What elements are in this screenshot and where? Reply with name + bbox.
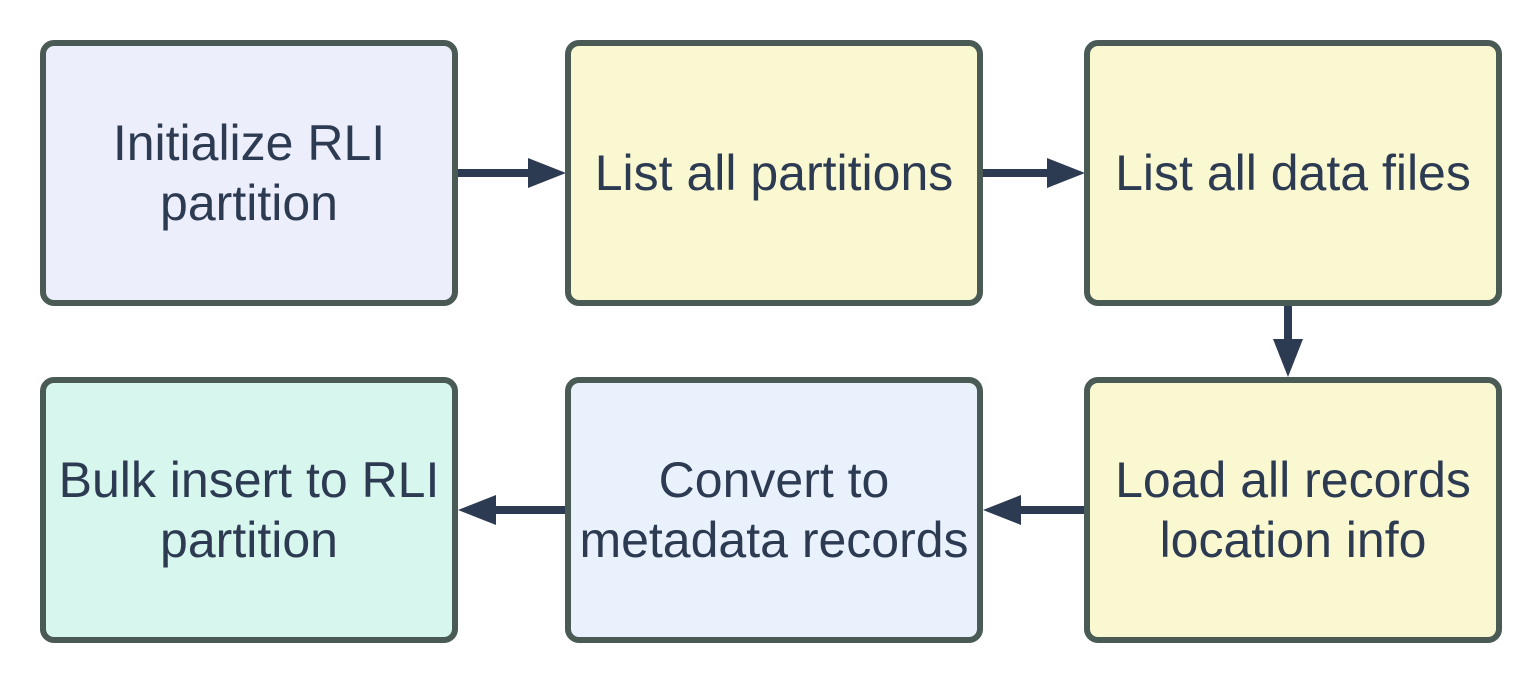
- arrow-initialize-to-list-partitions: [458, 158, 566, 188]
- node-initialize-rli-partition: Initialize RLI partition: [40, 40, 458, 306]
- node-convert-to-metadata-records: Convert to metadata records: [565, 377, 983, 643]
- node-label: Initialize RLI partition: [112, 115, 386, 231]
- node-list-all-partitions: List all partitions: [565, 40, 983, 306]
- arrow-list-data-files-to-load-records: [1273, 304, 1303, 377]
- node-label: List all partitions: [594, 145, 954, 201]
- arrow-load-records-to-convert: [983, 495, 1084, 525]
- arrow-list-partitions-to-list-data-files: [983, 158, 1085, 188]
- arrow-convert-to-bulk-insert: [458, 495, 565, 525]
- node-list-all-data-files: List all data files: [1084, 40, 1502, 306]
- node-label: Convert to metadata records: [579, 452, 969, 568]
- node-load-all-records-location-info: Load all records location info: [1084, 377, 1502, 643]
- node-bulk-insert-to-rli-partition: Bulk insert to RLI partition: [40, 377, 458, 643]
- node-label: Load all records location info: [1115, 452, 1471, 568]
- node-label: Bulk insert to RLI partition: [58, 452, 440, 568]
- node-label: List all data files: [1115, 145, 1471, 201]
